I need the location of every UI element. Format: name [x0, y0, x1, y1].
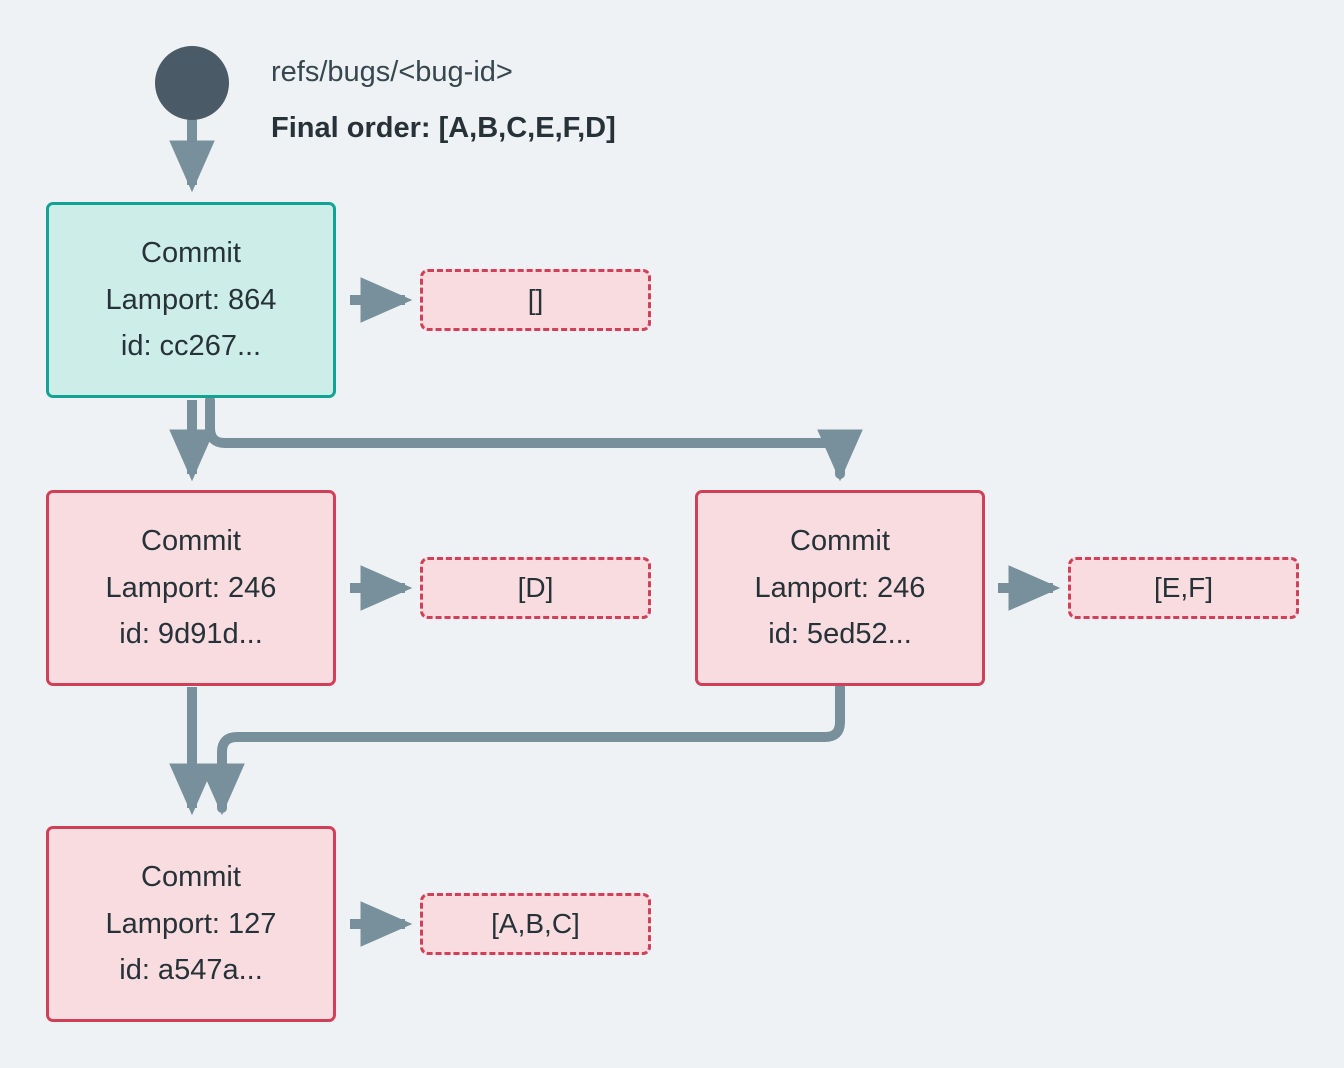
commit-lamport: Lamport: 127	[105, 907, 277, 940]
commit-title: Commit	[790, 524, 890, 557]
edge-cc267-to-5ed52	[205, 395, 863, 482]
commit-lamport: Lamport: 246	[105, 571, 277, 604]
commit-title: Commit	[141, 524, 241, 557]
commit-title: Commit	[141, 236, 241, 269]
commit-lamport: Lamport: 246	[754, 571, 926, 604]
commit-lamport: Lamport: 864	[105, 283, 277, 316]
ops-label-5ed52: [E,F]	[1068, 557, 1299, 619]
ops-label-text: [D]	[517, 572, 554, 603]
commit-id: id: 9d91d...	[119, 618, 263, 651]
commit-id: id: 5ed52...	[768, 618, 912, 651]
commit-title: Commit	[141, 860, 241, 893]
ops-label-text: []	[527, 284, 544, 315]
ref-path-label: refs/bugs/<bug-id>	[271, 56, 513, 88]
ops-label-9d91d: [D]	[420, 557, 651, 619]
commit-node-cc267[interactable]: Commit Lamport: 864 id: cc267...	[46, 202, 336, 398]
ops-label-text: [A,B,C]	[491, 908, 580, 939]
commit-id: id: cc267...	[120, 330, 262, 363]
final-order-label: Final order: [A,B,C,E,F,D]	[271, 112, 616, 144]
commit-id: id: a547a...	[119, 954, 263, 987]
ops-label-cc267: []	[420, 269, 651, 331]
commit-node-a547a[interactable]: Commit Lamport: 127 id: a547a...	[46, 826, 336, 1022]
ops-label-a547a: [A,B,C]	[420, 893, 651, 955]
commit-node-9d91d[interactable]: Commit Lamport: 246 id: 9d91d...	[46, 490, 336, 686]
root-node-dot[interactable]	[155, 46, 229, 120]
ops-label-text: [E,F]	[1153, 572, 1214, 603]
edge-5ed52-to-a547a	[199, 682, 845, 816]
commit-node-5ed52[interactable]: Commit Lamport: 246 id: 5ed52...	[695, 490, 985, 686]
